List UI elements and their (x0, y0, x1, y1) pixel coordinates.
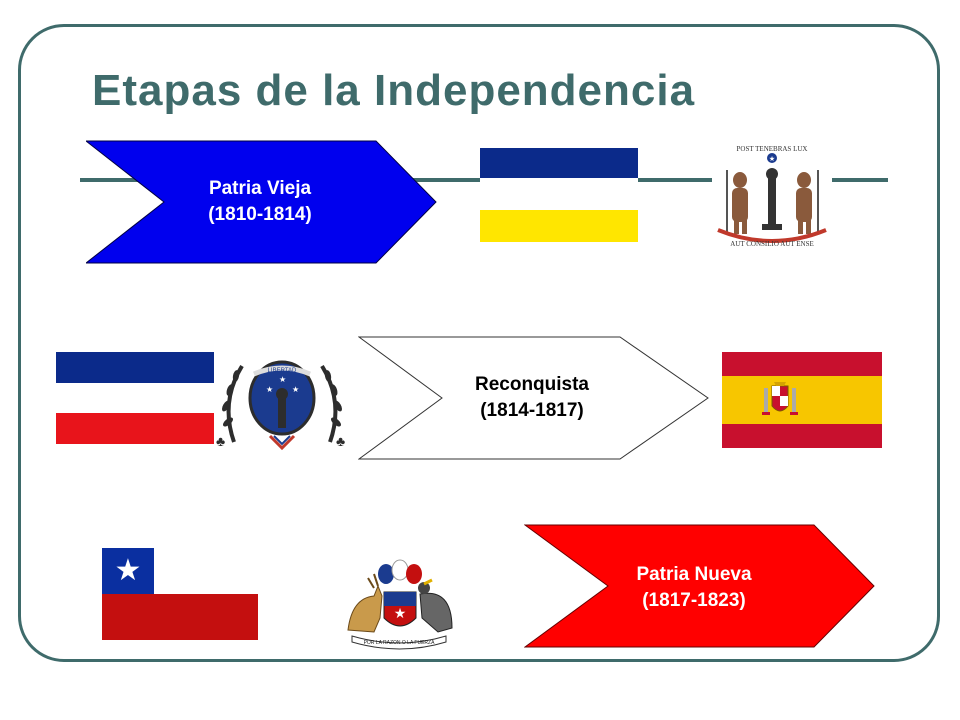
flag-stripe-red (56, 413, 216, 444)
coat-of-arms-1817-icon: LIBERTAD ★ ★ ★ ♣ ♣ (214, 352, 350, 452)
star-icon: ★ (114, 553, 142, 588)
svg-text:♣: ♣ (336, 433, 345, 449)
stage-label-reconquista: Reconquista (1814-1817) (432, 372, 632, 424)
stage-years: (1810-1814) (208, 204, 312, 225)
flag-stripe-red (102, 594, 258, 640)
svg-text:★: ★ (279, 375, 286, 384)
svg-text:★: ★ (266, 385, 273, 394)
stage-years: (1814-1817) (480, 400, 584, 421)
emblem-top-motto: POST TENEBRAS LUX (737, 145, 808, 153)
flag-stripe-blue (480, 148, 638, 178)
coat-of-arms-chile-icon: ★ POR LA RAZON O LA FUERZA (334, 558, 464, 650)
flag-canton-blue (102, 548, 154, 594)
emblem-motto: POR LA RAZON O LA FUERZA (364, 640, 436, 646)
svg-text:♣: ♣ (216, 433, 225, 449)
flag-chile: ★ (102, 548, 258, 640)
flag-stripe-yellow (722, 376, 882, 424)
stage-years: (1817-1823) (642, 590, 746, 611)
slide-frame (18, 24, 940, 662)
stage-name: Patria Vieja (208, 178, 312, 199)
stage-arrow-patria-vieja (86, 140, 437, 264)
stage-arrow-patria-nueva (524, 524, 875, 648)
flag-stripe-blue (56, 352, 216, 383)
flag-1812 (480, 148, 638, 244)
svg-text:★: ★ (769, 155, 775, 163)
page-title: Etapas de la Independencia (92, 66, 696, 115)
flag-1817 (56, 352, 216, 444)
emblem-bottom-motto: AUT CONSILIO AUT ENSE (730, 240, 814, 248)
stage-label-patria-nueva: Patria Nueva (1817-1823) (594, 562, 794, 614)
svg-text:★: ★ (292, 385, 299, 394)
flag-spain (722, 352, 882, 448)
svg-text:★: ★ (394, 605, 407, 621)
stage-name: Patria Nueva (636, 564, 752, 585)
stage-arrow-reconquista (358, 336, 709, 460)
stage-label-patria-vieja: Patria Vieja (1810-1814) (160, 176, 360, 228)
coat-of-arms-1812-icon: POST TENEBRAS LUX ★ AUT CONSILIO AUT ENS… (712, 140, 832, 252)
stage-name: Reconquista (474, 374, 590, 395)
spain-coat-of-arms-icon (762, 382, 798, 415)
emblem-band-text: LIBERTAD (268, 368, 297, 374)
flag-stripe-yellow (480, 210, 638, 242)
